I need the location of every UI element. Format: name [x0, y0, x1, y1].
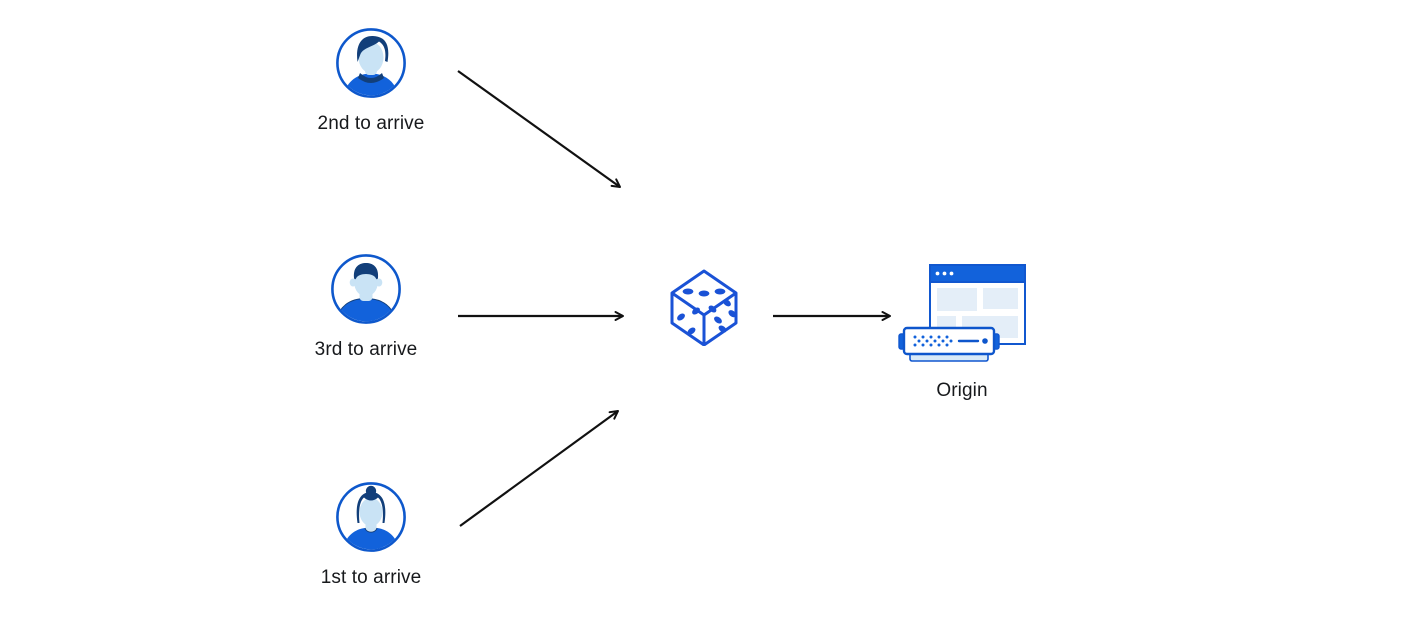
- node-user-third: 3rd to arrive: [296, 253, 436, 361]
- avatar-woman-bun-icon: [336, 482, 406, 552]
- server-dot-grid: [913, 335, 953, 347]
- node-label-user-first: 1st to arrive: [320, 567, 422, 588]
- avatar-man-flat-top-icon: [331, 254, 401, 324]
- node-origin: Origin: [896, 262, 1028, 402]
- dice-icon: [670, 269, 738, 346]
- arrow-group: [457, 70, 891, 527]
- dice-pips: [677, 288, 737, 335]
- arrow-user2nd-to-dice: [457, 70, 621, 188]
- node-user-first: 1st to arrive: [301, 481, 441, 589]
- server-icon: [898, 326, 1000, 362]
- node-label-user-third: 3rd to arrive: [314, 339, 418, 360]
- node-user-second: 2nd to arrive: [301, 27, 441, 135]
- node-label-user-second: 2nd to arrive: [317, 113, 425, 134]
- arrow-user1st-to-dice: [459, 410, 619, 527]
- origin-server-browser-icon: [898, 264, 1026, 362]
- node-label-origin: Origin: [936, 380, 988, 401]
- avatar-man-swept-hair-icon: [336, 28, 406, 98]
- node-dice: [668, 268, 740, 346]
